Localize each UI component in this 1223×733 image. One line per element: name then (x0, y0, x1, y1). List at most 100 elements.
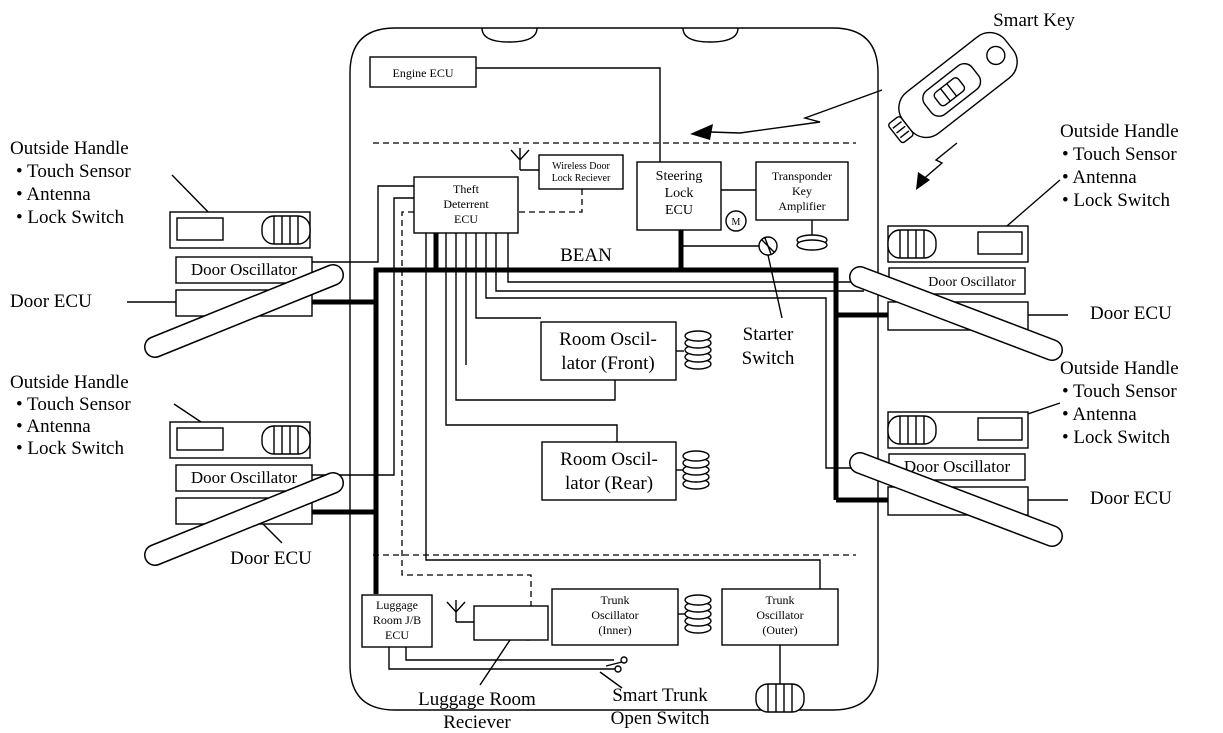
engine-ecu-label: Engine ECU (393, 66, 454, 80)
right-rear-door: Outside Handle • Touch Sensor • Antenna … (849, 358, 1179, 547)
rr-lock-switch: • Lock Switch (1062, 427, 1170, 448)
coil-icon (796, 220, 828, 251)
trunk-inner-line2: Oscillator (591, 608, 638, 622)
trunk-inner-line1: Trunk (601, 593, 630, 607)
trunk-outer-coil-icon (755, 683, 805, 713)
theft-deterrent-ecu: Theft Deterrent ECU (413, 176, 519, 234)
lr-outside-handle (169, 421, 311, 459)
starter-switch-line2: Switch (742, 348, 795, 369)
lr-lock-switch: • Lock Switch (16, 438, 124, 459)
lf-outside-handle (169, 211, 311, 249)
wireless-receiver-line1: Wireless Door (552, 161, 610, 172)
theft-ecu-line1: Theft (453, 182, 480, 196)
steering-lock-ecu: Steering Lock ECU M (636, 161, 756, 232)
rr-door-ecu-label: Door ECU (1090, 488, 1172, 509)
vehicle-body (349, 27, 879, 711)
jb-ecu-line2: Room J/B (373, 613, 421, 627)
trunk-outer-line3: (Outer) (762, 623, 797, 637)
luggage-antenna-icon (446, 600, 474, 623)
bean-label: BEAN (560, 245, 612, 266)
trunk-outer-line1: Trunk (766, 593, 795, 607)
rf-lock-switch: • Lock Switch (1062, 190, 1170, 211)
transponder-line3: Amplifier (778, 199, 825, 213)
steering-ecu-line3: ECU (665, 203, 693, 218)
luggage-room-jb-ecu: Luggage Room J/B ECU (361, 594, 620, 670)
lr-handle-title: Outside Handle (10, 372, 129, 393)
trunk-inner-coil-icon (678, 594, 712, 634)
trunk-switch-icon (605, 656, 628, 673)
motor-icon: M (725, 210, 747, 232)
rf-handle-title: Outside Handle (1060, 121, 1179, 142)
rr-handle-title: Outside Handle (1060, 358, 1179, 379)
rf-outside-handle (887, 225, 1029, 263)
lf-coil-icon (261, 215, 311, 245)
antenna-icon (510, 148, 539, 171)
room-rear-line2: lator (Rear) (565, 473, 653, 494)
lf-door-ecu-label: Door ECU (10, 291, 92, 312)
lf-antenna: • Antenna (16, 184, 91, 205)
rr-outside-handle (887, 411, 1029, 449)
rr-coil-icon (887, 415, 937, 445)
svg-text:Door Oscillator: Door Oscillator (191, 260, 298, 279)
lr-door-oscillator: Door Oscillator (175, 464, 313, 492)
lf-door-glass (144, 264, 344, 358)
starter-switch-icon (758, 236, 778, 256)
trunk-oscillator-inner: Trunk Oscillator (Inner) (551, 588, 712, 646)
trunk-inner-line3: (Inner) (598, 623, 631, 637)
room-front-line1: Room Oscil- (559, 329, 657, 350)
trunk-switch-line1: Smart Trunk (612, 685, 708, 706)
room-oscillator-front: Room Oscil- lator (Front) (540, 321, 712, 381)
room-rear-line1: Room Oscil- (560, 449, 658, 470)
right-front-door: Outside Handle • Touch Sensor • Antenna … (849, 121, 1179, 361)
lr-door-ecu-label: Door ECU (230, 548, 312, 569)
rr-antenna: • Antenna (1062, 404, 1137, 425)
rf-touch-sensor: • Touch Sensor (1062, 144, 1177, 165)
wireless-receiver-line2: Lock Reciever (552, 173, 611, 184)
starter-switch: Starter Switch (680, 230, 795, 369)
jb-ecu-line3: ECU (385, 628, 409, 642)
luggage-receiver-line1: Luggage Room (418, 689, 536, 710)
trunk-switch-line2: Open Switch (611, 708, 710, 729)
rf-door-glass (849, 266, 1063, 361)
svg-text:Door Oscillator: Door Oscillator (928, 275, 1016, 290)
smart-key-label: Smart Key (993, 10, 1075, 31)
rf-door-ecu-label: Door ECU (1090, 303, 1172, 324)
room-front-line2: lator (Front) (561, 353, 654, 374)
lf-touch-sensor: • Touch Sensor (16, 161, 131, 182)
room-rear-coil-icon (676, 450, 710, 490)
bean-bus: BEAN (312, 230, 888, 594)
theft-ecu-line3: ECU (454, 212, 478, 226)
left-front-door: Outside Handle • Touch Sensor • Antenna … (10, 138, 344, 358)
smart-key-fob-icon (888, 31, 1018, 144)
lf-door-oscillator: Door Oscillator (175, 256, 313, 284)
lr-touch-sensor: • Touch Sensor (16, 394, 131, 415)
luggage-room-receiver: Luggage Room Reciever (418, 600, 549, 733)
lr-door-glass (144, 472, 344, 566)
trunk-outer-line2: Oscillator (756, 608, 803, 622)
lf-handle-title: Outside Handle (10, 138, 129, 159)
smart-key: Smart Key (690, 10, 1075, 190)
steering-ecu-line1: Steering (656, 169, 703, 184)
rf-antenna: • Antenna (1062, 167, 1137, 188)
lf-lock-switch: • Lock Switch (16, 207, 124, 228)
lr-coil-icon (261, 425, 311, 455)
trunk-oscillator-outer: Trunk Oscillator (Outer) (721, 588, 839, 713)
smart-trunk-open-switch: Smart Trunk Open Switch (599, 656, 710, 729)
wireless-door-lock-receiver: Wireless Door Lock Reciever (510, 148, 624, 213)
steering-ecu-line2: Lock (665, 186, 694, 201)
luggage-receiver-line2: Reciever (443, 712, 511, 733)
left-rear-door: Outside Handle • Touch Sensor • Antenna … (10, 372, 344, 569)
transponder-line1: Transponder (772, 169, 832, 183)
svg-text:Door Oscillator: Door Oscillator (191, 468, 298, 487)
starter-switch-line1: Starter (743, 324, 794, 345)
transponder-key-amplifier: Transponder Key Amplifier (755, 161, 849, 251)
transponder-line2: Key (792, 184, 812, 198)
svg-text:Door Oscillator: Door Oscillator (904, 457, 1011, 476)
jb-ecu-line1: Luggage (376, 598, 418, 612)
rf-coil-icon (887, 229, 937, 259)
rr-door-glass (849, 452, 1063, 547)
lr-antenna: • Antenna (16, 416, 91, 437)
engine-ecu: Engine ECU (369, 56, 661, 162)
room-oscillator-rear: Room Oscil- lator (Rear) (541, 441, 710, 501)
